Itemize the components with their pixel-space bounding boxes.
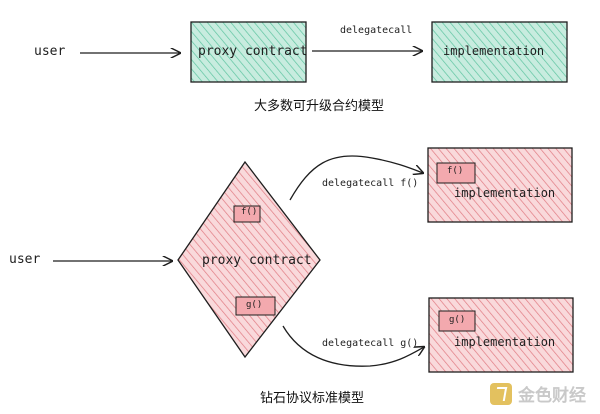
bottom-delegate-g-arrow [282,325,424,367]
bottom-delegate-f-arrow [289,155,423,201]
watermark: 金色财经 [490,381,586,406]
watermark-text: 金色财经 [518,386,586,406]
top-edge-label: delegatecall [340,25,413,36]
bottom-proxy-label: proxy contract [202,253,312,268]
bottom-proxy-diamond [177,160,321,359]
top-caption: 大多数可升级合约模型 [254,99,385,114]
top-proxy-box [190,21,307,83]
impl-f-func-label: f() [447,166,464,176]
edge-g-label: delegatecall g() [322,338,419,349]
impl-f-label: implementation [454,186,556,200]
golden-finance-logo-icon [490,382,512,405]
edge-f-label: delegatecall f() [322,178,419,189]
bottom-impl-g-box [428,297,574,373]
diamond-f-label: f() [241,207,258,217]
diamond-f-box [233,205,261,223]
impl-g-func-box [438,310,476,332]
bottom-user-label: user [9,252,41,267]
impl-g-label: implementation [454,335,556,349]
bottom-impl-f-box [427,147,573,223]
top-user-label: user [34,44,66,59]
diamond-g-box [235,296,276,316]
top-impl-label: implementation [443,44,545,58]
bottom-caption: 钻石协议标准模型 [260,391,365,406]
top-proxy-label: proxy contract [198,44,308,59]
impl-f-func-box [436,162,476,184]
diamond-g-label: g() [246,300,263,310]
top-impl-box [431,21,568,83]
impl-g-func-label: g() [449,315,466,325]
